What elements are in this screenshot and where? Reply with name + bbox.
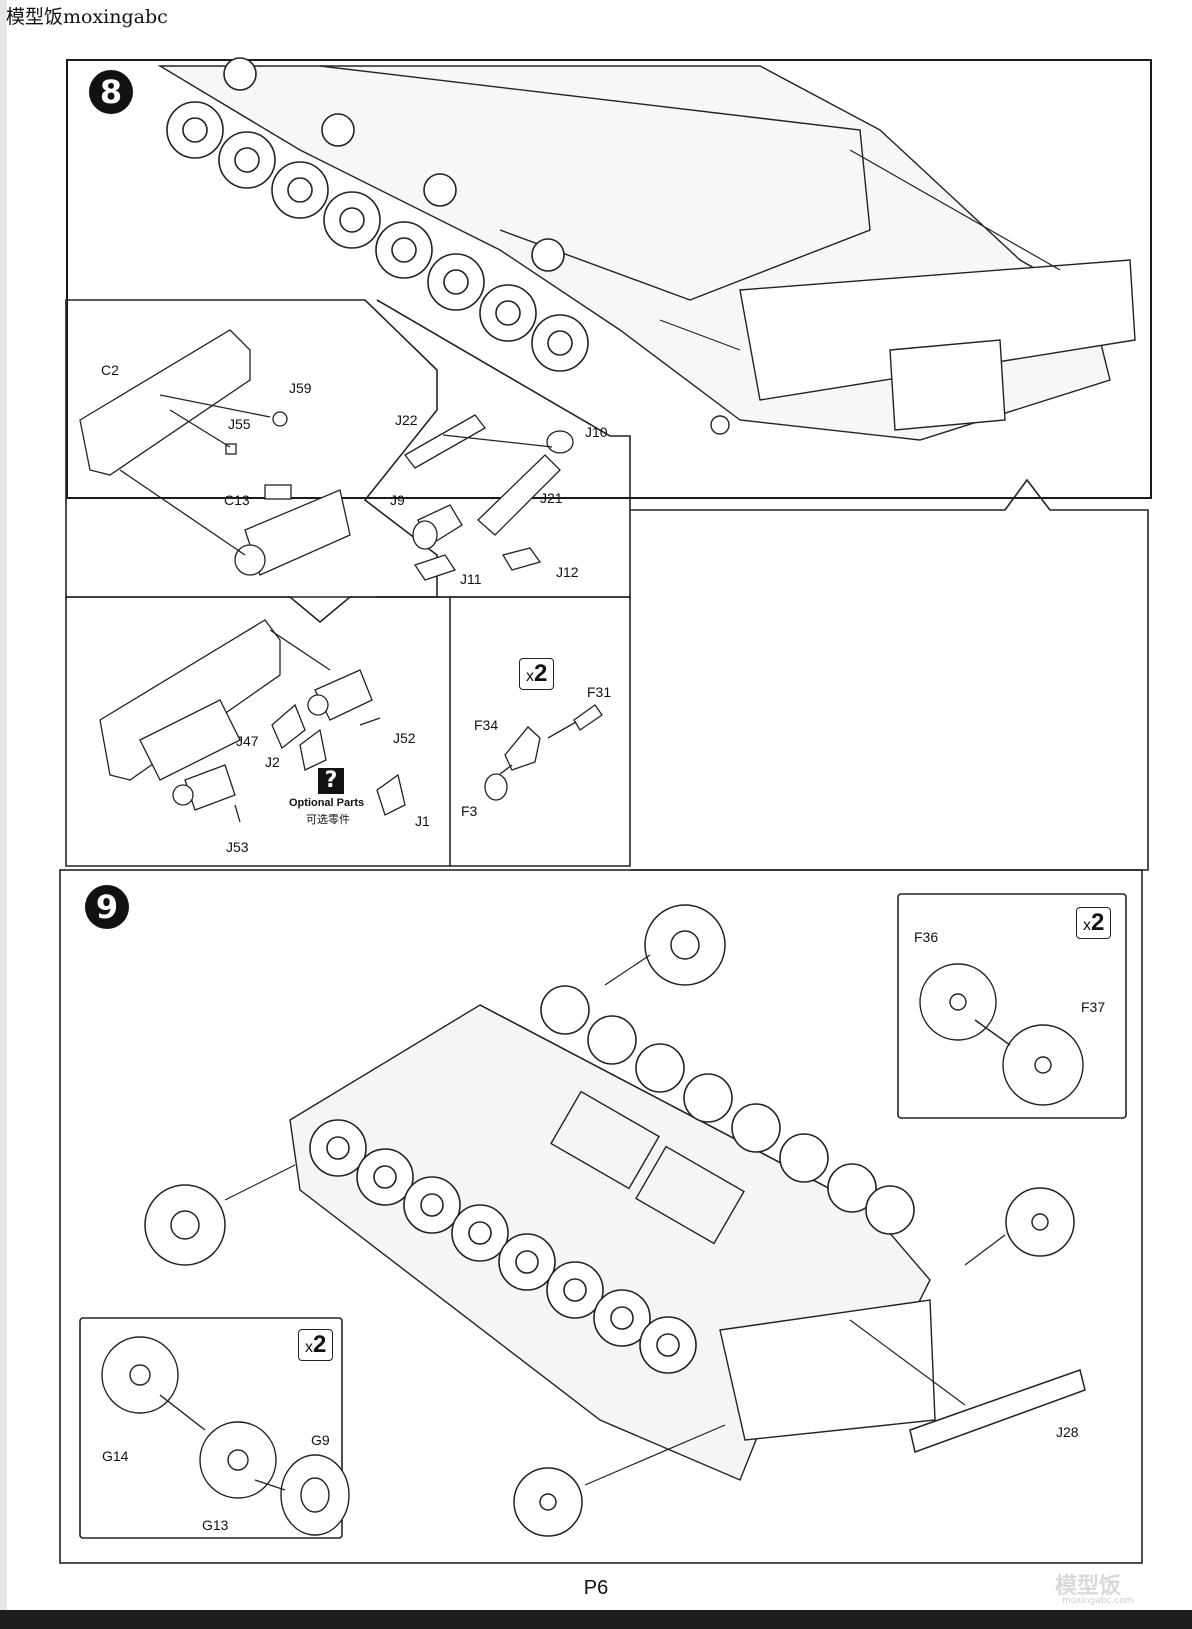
step9-leader-lines	[224, 954, 1006, 1486]
quantity-badge: x2	[1076, 907, 1112, 939]
part-label: C13	[224, 492, 250, 508]
step9-hull-drawing	[289, 1004, 936, 1481]
step9-sprockets-idlers	[144, 904, 1086, 1537]
step8-subD-parts	[484, 704, 603, 801]
step9-inset-right-wheels	[919, 963, 1084, 1106]
part-label: F34	[474, 717, 499, 733]
step8-subpanel-b-frame	[376, 299, 631, 598]
step9-panel-frame	[59, 869, 1143, 1564]
part-label: C2	[101, 362, 119, 378]
scan-edge-bottom	[0, 1610, 1192, 1629]
part-label: J2	[265, 754, 280, 770]
part-label: G14	[102, 1448, 129, 1464]
step-number-8: 8	[89, 70, 133, 114]
quantity-badge: x2	[519, 658, 555, 690]
step8-subpanel-c-frame	[65, 596, 451, 867]
part-label: J11	[460, 571, 482, 587]
part-label: J22	[395, 412, 418, 428]
part-label: J1	[415, 813, 430, 829]
step-number-9: 9	[85, 885, 129, 929]
optional-parts-label-zh: 可选零件	[306, 813, 350, 826]
step9-inset-right-frame	[897, 893, 1127, 1119]
step8-subA-parts	[79, 329, 351, 576]
part-label: J9	[390, 492, 405, 508]
optional-parts-label: Optional Parts	[289, 797, 365, 809]
step8-hull-drawing	[157, 65, 1136, 441]
part-label: J55	[228, 416, 251, 432]
logo-watermark: 模型饭	[1055, 1574, 1122, 1599]
step9-road-wheels	[309, 985, 915, 1374]
quantity-badge: x2	[298, 1329, 334, 1361]
optional-parts-icon: ?	[318, 768, 344, 794]
step9-inset-left-frame	[79, 1317, 343, 1539]
step8-subpanel-d-frame	[450, 596, 631, 867]
part-label: J47	[236, 733, 259, 749]
step8-road-wheels	[166, 57, 589, 372]
part-label: J10	[585, 424, 608, 440]
part-label: J12	[556, 564, 579, 580]
part-label: F36	[914, 929, 939, 945]
part-label: F31	[587, 684, 612, 700]
step8-subB-parts	[404, 414, 574, 581]
part-label: F3	[461, 803, 478, 819]
part-label: J28	[1056, 1424, 1079, 1440]
part-label: J59	[289, 380, 312, 396]
step8-subC-parts	[99, 619, 406, 823]
step8-blank-region-frame	[630, 478, 1149, 871]
scan-edge-left	[0, 0, 7, 1629]
part-label: J53	[226, 839, 249, 855]
step8-leader-lines	[659, 149, 1061, 351]
page-number: P6	[583, 1577, 609, 1599]
part-label: J21	[540, 490, 563, 506]
logo-url: moxingabc.com	[1062, 1596, 1134, 1606]
watermark-text: 模型饭moxingabc	[6, 6, 168, 28]
step8-main-panel	[66, 59, 1152, 499]
part-label: G9	[311, 1432, 330, 1448]
part-label: J52	[393, 730, 416, 746]
step9-inset-left-parts	[101, 1336, 350, 1536]
part-label: F37	[1081, 999, 1106, 1015]
part-label: G13	[202, 1517, 229, 1533]
